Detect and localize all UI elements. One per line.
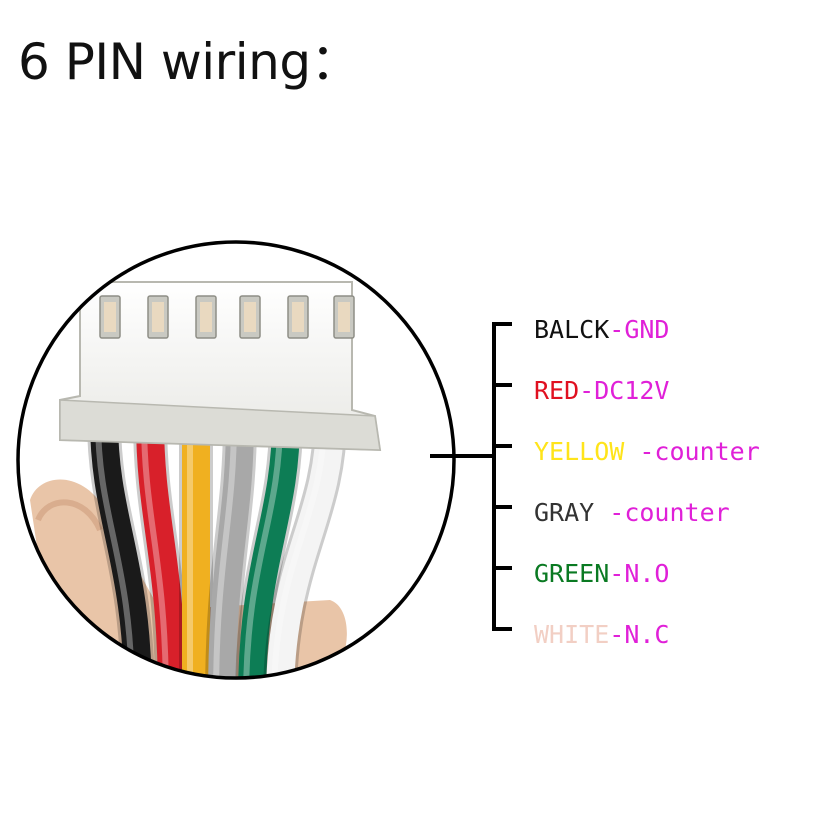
- page-title: 6 PIN wiring：: [18, 33, 361, 91]
- slot-contact: [244, 302, 256, 332]
- wire-highlight: [243, 419, 283, 678]
- pin-label-white: WHITE-N.C: [534, 620, 669, 649]
- pin-function: -DC12V: [579, 376, 669, 405]
- pin-function: -N.O: [609, 559, 669, 588]
- wire-gray: [208, 406, 254, 678]
- wire-balck: [90, 406, 152, 678]
- slot-contact: [292, 302, 304, 332]
- wire-group: [87, 403, 347, 678]
- pin-bracket: [430, 322, 512, 631]
- pin-label-green: GREEN-N.O: [534, 559, 669, 588]
- connector-lip: [59, 399, 381, 451]
- wire-green: [238, 406, 300, 678]
- pin-function: -counter: [624, 437, 759, 466]
- pin-color-name: YELLOW: [534, 437, 625, 466]
- pin-color-name: BALCK: [534, 315, 609, 344]
- pin-label-red: RED-DC12V: [534, 376, 669, 405]
- wire-highlight: [213, 419, 237, 678]
- slot-contact: [104, 302, 116, 332]
- connector-slots: [99, 295, 355, 339]
- photo-circle-border: [16, 240, 456, 680]
- slot-contact: [338, 302, 350, 332]
- pin-function: -counter: [594, 498, 729, 527]
- slot-contact: [200, 302, 212, 332]
- wire-white: [266, 406, 344, 678]
- pin-color-name: WHITE: [534, 620, 609, 649]
- pin-function: -N.C: [609, 620, 669, 649]
- slot-contact: [152, 302, 164, 332]
- pin-label-balck: BALCK-GND: [534, 315, 669, 344]
- pin-label-gray: GRAY -counter: [534, 498, 730, 527]
- pin-color-name: RED: [534, 376, 579, 405]
- wire-highlight: [141, 419, 169, 678]
- pin-label-yellow: YELLOW -counter: [534, 437, 760, 466]
- connector-photo: [16, 240, 456, 680]
- pin-color-name: GRAY: [534, 498, 594, 527]
- bracket-ticks: [494, 322, 512, 631]
- pin-function: -GND: [609, 315, 669, 344]
- wire-red: [136, 406, 186, 678]
- pin-color-name: GREEN: [534, 559, 609, 588]
- hand-shading: [35, 499, 103, 532]
- wire-highlight: [271, 419, 327, 678]
- connector-housing: [59, 281, 382, 452]
